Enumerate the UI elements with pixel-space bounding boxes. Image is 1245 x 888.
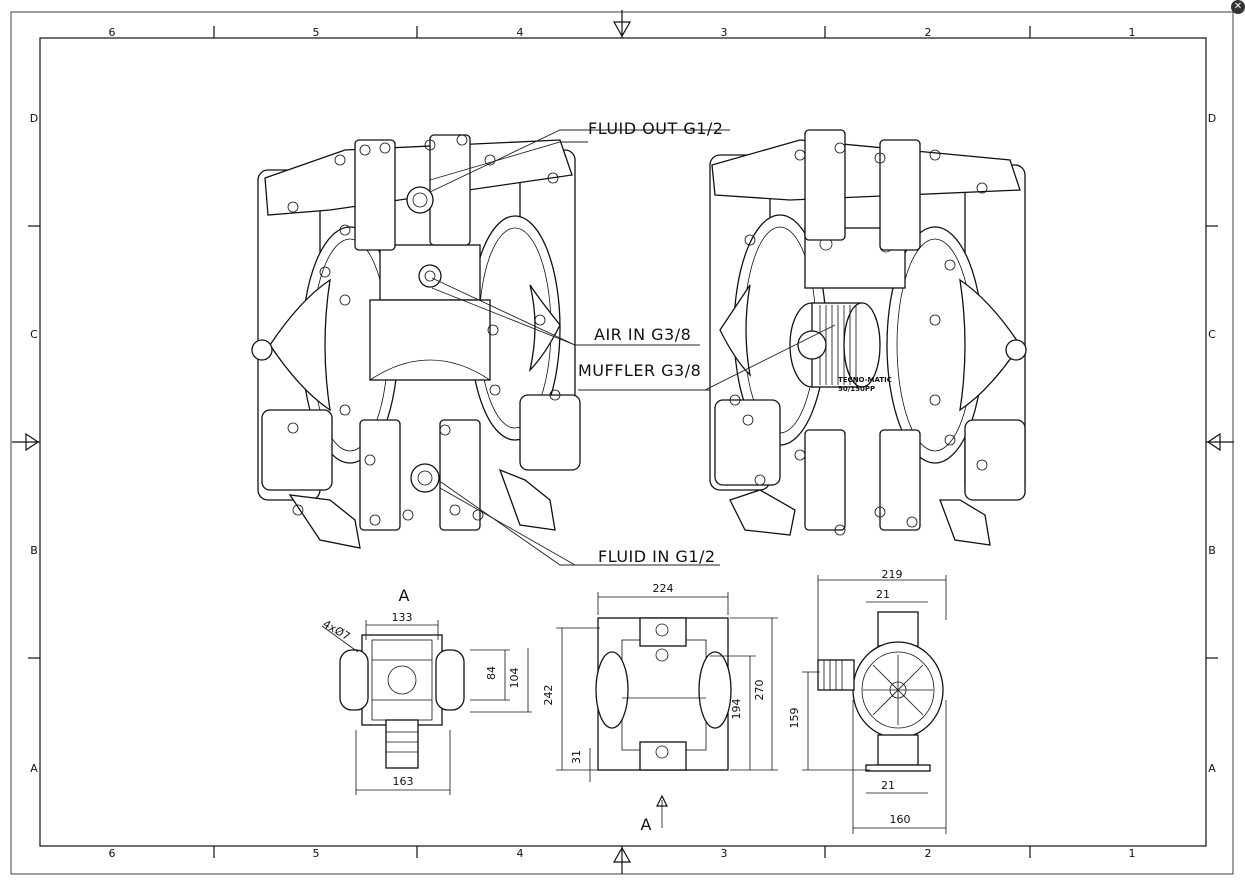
dim-bottom-133: 133 (392, 611, 413, 624)
brand-plate-line2: 50/150PP (838, 385, 875, 393)
col-label-1-top: 1 (1129, 26, 1136, 39)
callout-air-in: AIR IN G3/8 (594, 325, 691, 344)
dim-side-21-bottom: 21 (881, 779, 895, 792)
row-label-d-right: D (1208, 112, 1216, 125)
dim-front-31: 31 (570, 750, 583, 764)
pump-rear-isometric: TECNO-MATIC 50/150PP (709, 129, 1027, 546)
zone-ticks (28, 26, 1218, 858)
col-label-3-top: 3 (721, 26, 728, 39)
row-label-c-left: C (30, 328, 38, 341)
callout-muffler: MUFFLER G3/8 (578, 361, 701, 380)
pump-front-isometric (251, 134, 581, 549)
row-label-d-left: D (30, 112, 38, 125)
dim-side-159: 159 (788, 708, 801, 729)
dim-front-270: 270 (753, 680, 766, 701)
section-arrow-a-label: A (641, 815, 652, 834)
col-label-4-top: 4 (517, 26, 524, 39)
view-a-bottom: A 133 163 84 104 4xØ7 (321, 586, 532, 795)
col-label-1-bottom: 1 (1129, 847, 1136, 860)
view-front: 224 242 31 194 270 A (542, 582, 778, 834)
view-side: 219 21 159 21 160 (788, 568, 947, 834)
dim-side-219: 219 (882, 568, 903, 581)
col-label-6-bottom: 6 (109, 847, 116, 860)
dim-side-21-top: 21 (876, 588, 890, 601)
col-label-2-top: 2 (925, 26, 932, 39)
col-label-3-bottom: 3 (721, 847, 728, 860)
col-label-5-bottom: 5 (313, 847, 320, 860)
row-label-a-left: A (30, 762, 38, 775)
callouts: FLUID OUT G1/2 AIR IN G3/8 MUFFLER G3/8 … (429, 119, 836, 566)
callout-fluid-out: FLUID OUT G1/2 (588, 119, 723, 138)
dim-bottom-84: 84 (485, 666, 498, 680)
centering-marks (12, 10, 1234, 874)
row-label-b-right: B (1208, 544, 1216, 557)
col-label-4-bottom: 4 (517, 847, 524, 860)
close-icon[interactable]: ✕ (1231, 0, 1245, 14)
dim-front-224: 224 (653, 582, 674, 595)
dim-bottom-163: 163 (393, 775, 414, 788)
brand-plate-line1: TECNO-MATIC (838, 376, 892, 384)
row-label-c-right: C (1208, 328, 1216, 341)
dim-side-160: 160 (890, 813, 911, 826)
row-label-b-left: B (30, 544, 38, 557)
col-label-5-top: 5 (313, 26, 320, 39)
dim-front-194: 194 (730, 699, 743, 720)
zone-labels: 6 5 4 3 2 1 6 5 4 3 2 1 D C B A D C B A (30, 26, 1216, 860)
col-label-2-bottom: 2 (925, 847, 932, 860)
view-a-title: A (399, 586, 410, 605)
dim-bottom-104: 104 (508, 668, 521, 689)
callout-fluid-in: FLUID IN G1/2 (598, 547, 716, 566)
dim-front-242: 242 (542, 685, 555, 706)
col-label-6-top: 6 (109, 26, 116, 39)
hole-note: 4xØ7 (321, 617, 353, 643)
row-label-a-right: A (1208, 762, 1216, 775)
